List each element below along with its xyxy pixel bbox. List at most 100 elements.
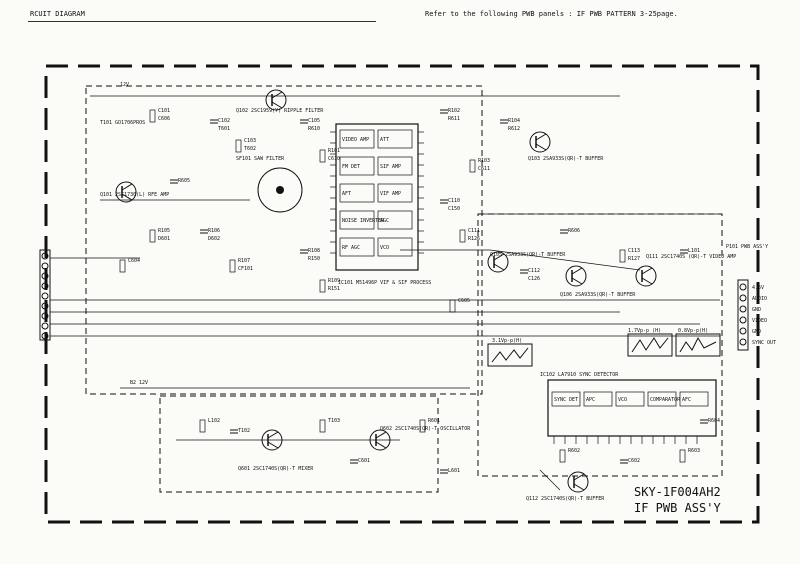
part-label: C606: [158, 116, 170, 122]
waveform-box-1: [487, 343, 533, 367]
part-label: R610: [308, 126, 320, 132]
ic102-block-label: COMPARATOR: [650, 397, 681, 403]
part-label: C150: [448, 206, 460, 212]
ic101-block-label: FM DET: [342, 164, 360, 170]
ic102-block-label: AFC: [682, 397, 691, 403]
resistor-symbol: [419, 419, 426, 433]
label-q111: Q111 2SC1740S (QR)-T VIDEO AMP: [646, 254, 736, 260]
ic101-block-label: NOISE INVERTER: [342, 218, 385, 224]
ic101-block-label: VIDEO AMP: [342, 137, 369, 143]
connector-pin: [739, 305, 747, 313]
ic101-block-label: VCO: [380, 245, 389, 251]
ic102-block: [679, 391, 709, 407]
resistor-symbol: [459, 229, 466, 243]
ic101-block: [339, 183, 375, 203]
ic102-block: [551, 391, 581, 407]
part-label: R107: [238, 258, 250, 264]
transistor-symbol: [565, 265, 587, 287]
part-label: T601: [218, 126, 230, 132]
ic101-block-label: AGC: [380, 218, 389, 224]
part-label: C101: [158, 108, 170, 114]
resistor-symbol: [469, 159, 476, 173]
part-label: R105: [158, 228, 170, 234]
part-label: R612: [508, 126, 520, 132]
page-title: RCUIT DIAGRAM: [30, 10, 85, 18]
board-outline: [44, 64, 760, 524]
io-label: SYNC OUT: [752, 340, 776, 346]
connector-pin: [41, 292, 49, 300]
resistor-symbol: [319, 419, 326, 433]
label-t101: T101 GO1706PROS: [100, 120, 145, 126]
part-label: T102: [238, 428, 250, 434]
resistor-symbol: [199, 419, 206, 433]
part-label: R601: [428, 418, 440, 424]
part-label: C103: [244, 138, 256, 144]
waveform-label-1: 3.1Vp-p(H): [492, 338, 522, 344]
resistor-symbol: [559, 449, 566, 463]
part-label: R109: [328, 278, 340, 284]
ic101-block: [377, 129, 413, 149]
board-model: SKY-1F004AH2: [634, 485, 721, 499]
ic101-body: [335, 123, 419, 271]
part-label: R106: [208, 228, 220, 234]
part-label: L102: [208, 418, 220, 424]
part-label: C605: [458, 298, 470, 304]
part-label: L101: [688, 248, 700, 254]
label-q112: Q112 2SC1740S(QR)-T BUFFER: [526, 496, 605, 502]
part-label: C604: [128, 258, 140, 264]
part-label: L601: [448, 468, 460, 474]
label-ic101: IC101 M51496P VIF & SIF PROCESS: [338, 280, 431, 286]
ic102-block-label: VCO: [618, 397, 627, 403]
part-label: C113: [628, 248, 640, 254]
io-label: AUDIO: [752, 296, 767, 302]
connector-pin: [41, 252, 49, 260]
part-label: R151: [328, 286, 340, 292]
transistor-symbol: [635, 265, 657, 287]
transistor-symbol: [567, 471, 589, 493]
part-label: R126: [468, 236, 480, 242]
label-q601: Q601 2SC1740S(QR)-T MIXER: [238, 466, 314, 472]
ic101-block-label: RF AGC: [342, 245, 360, 251]
left-connector: [39, 249, 51, 341]
label-q602: Q602 2SC1740S(QR)-T OSCILLATOR: [380, 426, 471, 432]
header-rule: [28, 21, 376, 22]
part-label: R127: [628, 256, 640, 262]
label-rail-b2: B2 12V: [130, 380, 148, 386]
label-q106: Q106 2SA933S(QR)-T BUFFER: [560, 292, 636, 298]
right-connector: [737, 279, 749, 351]
part-label: CF101: [238, 266, 253, 272]
vif-shield: [85, 85, 483, 395]
ic101-block-label: SIF AMP: [380, 164, 401, 170]
label-q101: Q101 2SC1730(L) RFE AMP: [100, 192, 169, 198]
ic102-block: [583, 391, 613, 407]
part-label: R108: [308, 248, 320, 254]
resistor-symbol: [679, 449, 686, 463]
transistor-symbol: [265, 89, 287, 111]
ic101-block-label: VIF AMP: [380, 191, 401, 197]
ic101-block: [339, 156, 375, 176]
waveform-box-2: [627, 333, 673, 357]
part-label: C126: [528, 276, 540, 282]
ic101-block: [339, 129, 375, 149]
connector-pin: [41, 332, 49, 340]
part-label: C105: [308, 118, 320, 124]
tuner-shield: [159, 395, 439, 493]
part-label: D601: [158, 236, 170, 242]
transistor-symbol: [115, 181, 137, 203]
part-label: R602: [568, 448, 580, 454]
part-label: C601: [358, 458, 370, 464]
ic101-block: [377, 156, 413, 176]
part-label: R104: [508, 118, 520, 124]
ic101-block: [377, 237, 413, 257]
ic102-block: [647, 391, 677, 407]
part-label: R103: [478, 158, 490, 164]
label-q103: Q103 2SA933S(QR)-T BUFFER: [528, 156, 604, 162]
part-label: C112: [528, 268, 540, 274]
ic102-block-label: APC: [586, 397, 595, 403]
part-label: C102: [218, 118, 230, 124]
label-rail-12v: 12V: [120, 82, 129, 88]
board-name: IF PWB ASS'Y: [634, 501, 721, 515]
io-label: VIDEO: [752, 318, 767, 324]
resistor-symbol: [149, 229, 156, 243]
